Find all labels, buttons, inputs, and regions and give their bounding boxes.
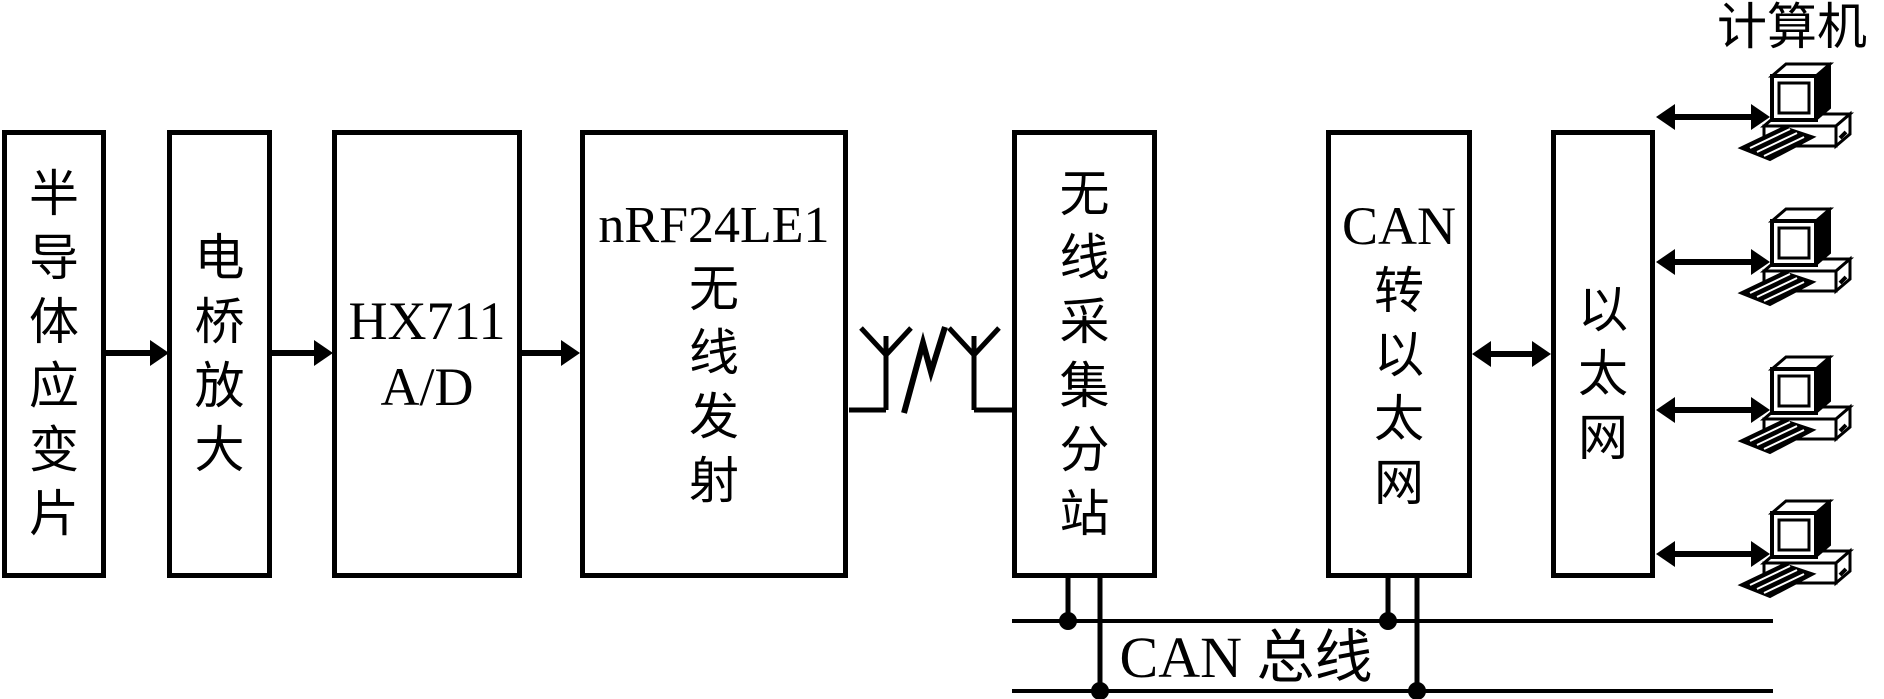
block-label-line: 太 xyxy=(1374,391,1424,447)
block-label-line: 导 xyxy=(29,230,79,286)
computers-label: 计算机 xyxy=(1717,0,1867,55)
block-label-line: nRF24LE1 xyxy=(598,197,830,254)
block-label-line: CAN xyxy=(1341,196,1456,256)
block-can-to-ethernet-converter: CAN 转 以 太 网 xyxy=(1326,130,1472,578)
block-label-line: 无 xyxy=(1059,166,1110,222)
block-label-line: 电 xyxy=(194,230,245,286)
block-label-line: 网 xyxy=(1578,410,1628,466)
block-label-line: 分 xyxy=(1059,422,1110,478)
block-label-line: 发 xyxy=(689,389,739,445)
block-label-line: 体 xyxy=(29,294,79,350)
block-label-line: 网 xyxy=(1374,455,1424,511)
block-label-line: 片 xyxy=(29,486,79,542)
block-ethernet: 以 太 网 xyxy=(1551,130,1655,578)
block-label-line: 线 xyxy=(689,325,739,381)
block-semiconductor-strain-gauge: 半 导 体 应 变 片 xyxy=(2,130,106,578)
block-label-line: 站 xyxy=(1059,486,1110,542)
block-label-line: 桥 xyxy=(194,294,245,350)
junction-dot xyxy=(1379,612,1397,630)
block-label-line: 变 xyxy=(29,422,79,478)
block-label-line: 无 xyxy=(689,261,739,317)
block-label-line: 线 xyxy=(1059,230,1110,286)
block-label-line: 集 xyxy=(1059,358,1110,414)
block-label-line: 转 xyxy=(1374,263,1424,319)
lightning-bolt-icon xyxy=(901,326,948,414)
block-bridge-amplifier: 电 桥 放 大 xyxy=(167,130,272,578)
computer-link-arrow-3 xyxy=(1656,397,1770,423)
block-label-line: 以 xyxy=(1374,327,1424,383)
computer-link-arrow-4 xyxy=(1656,541,1770,567)
block-label-line: 太 xyxy=(1578,346,1628,402)
junction-dot xyxy=(1059,612,1077,630)
flow-arrow-3 xyxy=(522,340,580,366)
block-nrf24le1-wireless-transmitter: nRF24LE1 无 线 发 射 xyxy=(580,130,848,578)
computer-link-arrow-2 xyxy=(1656,249,1770,275)
block-label-line: A/D xyxy=(380,357,474,417)
block-label-line: 大 xyxy=(194,422,245,478)
block-wireless-acquisition-substation: 无 线 采 集 分 站 xyxy=(1012,130,1157,578)
block-label-line: 应 xyxy=(29,358,79,414)
antenna-icon xyxy=(849,326,913,413)
block-label-line: 半 xyxy=(29,166,79,222)
block-label-line: 放 xyxy=(194,358,245,414)
block-label-line: 以 xyxy=(1578,282,1628,338)
block-label-line: HX711 xyxy=(348,291,506,351)
flow-arrow-1 xyxy=(106,340,169,366)
junction-dot xyxy=(1091,682,1109,699)
block-hx711-adc: HX711 A/D xyxy=(332,130,522,578)
computer-link-arrow-1 xyxy=(1656,104,1770,130)
junction-dot xyxy=(1408,682,1426,699)
bidirectional-arrow xyxy=(1472,341,1551,367)
block-label-line: 射 xyxy=(689,453,739,509)
can-bus-label: CAN 总线 xyxy=(1119,625,1373,690)
block-label-line: 采 xyxy=(1059,294,1110,350)
antenna-icon xyxy=(947,326,1012,413)
flow-arrow-2 xyxy=(272,340,333,366)
